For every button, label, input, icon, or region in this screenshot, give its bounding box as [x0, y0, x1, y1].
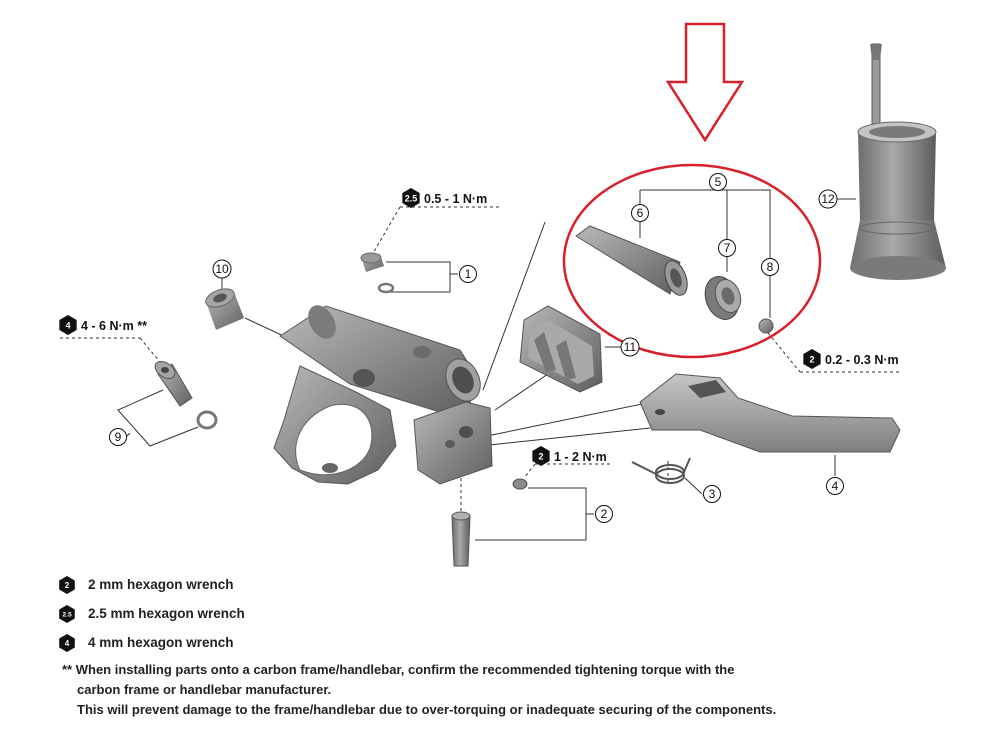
part-tube-6: [575, 225, 688, 296]
callout-11: 11: [620, 337, 640, 357]
hex-wrench-icon: 2: [59, 575, 75, 594]
part-bleed-screw-2: [451, 478, 528, 567]
torque-spec-2-b: 2 0.2 - 0.3 N·m: [803, 349, 899, 369]
legend-item-2-5mm: 2.5 2.5 mm hexagon wrench: [58, 599, 778, 628]
part-lever-body: [273, 305, 493, 485]
svg-text:4: 4: [65, 321, 70, 331]
part-spring-3: [631, 457, 691, 484]
svg-text:10: 10: [215, 262, 229, 276]
legend-text: 2.5 mm hexagon wrench: [88, 606, 245, 621]
svg-text:0.2 - 0.3 N·m: 0.2 - 0.3 N·m: [825, 353, 899, 367]
callout-4: 4: [826, 477, 844, 495]
svg-text:4: 4: [65, 639, 70, 648]
part-lever-blade-4: [639, 373, 901, 453]
leader-lines: [60, 183, 900, 541]
part-bleed-cup-12: [850, 43, 946, 280]
legend-text: 4 mm hexagon wrench: [88, 635, 234, 650]
callout-12: 12: [818, 189, 838, 209]
legend-item-2mm: 2 2 mm hexagon wrench: [58, 570, 778, 599]
part-bushing-10: [205, 288, 244, 330]
note-line-1: ** When installing parts onto a carbon f…: [62, 662, 735, 677]
svg-text:2.5: 2.5: [405, 194, 418, 204]
callout-6: 6: [631, 204, 649, 222]
legend-item-4mm: 4 4 mm hexagon wrench: [58, 628, 778, 657]
svg-text:5: 5: [715, 175, 722, 189]
carbon-frame-note: ** When installing parts onto a carbon f…: [62, 660, 802, 720]
callout-2: 2: [595, 505, 613, 523]
svg-text:2.5: 2.5: [62, 611, 72, 618]
svg-text:12: 12: [821, 192, 835, 206]
svg-text:3: 3: [709, 487, 716, 501]
callout-9: 9: [109, 428, 127, 446]
hex-wrench-icon: 4: [59, 633, 75, 652]
torque-spec-2-5: 2.5 0.5 - 1 N·m: [402, 188, 487, 208]
svg-text:6: 6: [637, 206, 644, 220]
svg-text:11: 11: [624, 340, 637, 354]
note-line-3: This will prevent damage to the frame/ha…: [77, 702, 777, 717]
svg-text:1: 1: [465, 267, 472, 281]
svg-text:9: 9: [115, 430, 122, 444]
svg-text:8: 8: [767, 260, 774, 274]
hex-wrench-icon: 2.5: [59, 604, 75, 623]
callout-7: 7: [718, 239, 736, 257]
part-bolt-9: [154, 360, 218, 430]
svg-text:1 - 2 N·m: 1 - 2 N·m: [554, 450, 607, 464]
part-cap-7: [704, 276, 742, 320]
svg-text:7: 7: [724, 241, 731, 255]
svg-text:2: 2: [809, 355, 814, 365]
part-reservoir-cover-11: [519, 305, 603, 393]
part-ball-8: [758, 318, 774, 334]
highlight-arrow: [665, 22, 745, 143]
svg-text:2: 2: [538, 452, 543, 462]
svg-text:2: 2: [65, 581, 70, 590]
legend-text: 2 mm hexagon wrench: [88, 577, 234, 592]
callout-8: 8: [761, 258, 779, 276]
tool-legend: 2 2 mm hexagon wrench 2.5 2.5 mm hexagon…: [58, 570, 778, 657]
part-screw-1: [360, 252, 395, 294]
svg-text:4 - 6 N·m **: 4 - 6 N·m **: [81, 319, 147, 333]
callout-5: 5: [709, 173, 727, 191]
callout-1: 1: [459, 265, 477, 283]
svg-text:2: 2: [601, 507, 608, 521]
svg-text:4: 4: [832, 479, 839, 493]
callout-10: 10: [212, 259, 232, 279]
note-line-2: carbon frame or handlebar manufacturer.: [77, 682, 332, 697]
torque-spec-2-a: 2 1 - 2 N·m: [532, 446, 607, 466]
callout-3: 3: [703, 485, 721, 503]
highlight-ellipse: [562, 163, 822, 359]
svg-text:0.5 - 1 N·m: 0.5 - 1 N·m: [424, 192, 487, 206]
torque-spec-4: 4 4 - 6 N·m **: [59, 315, 147, 335]
